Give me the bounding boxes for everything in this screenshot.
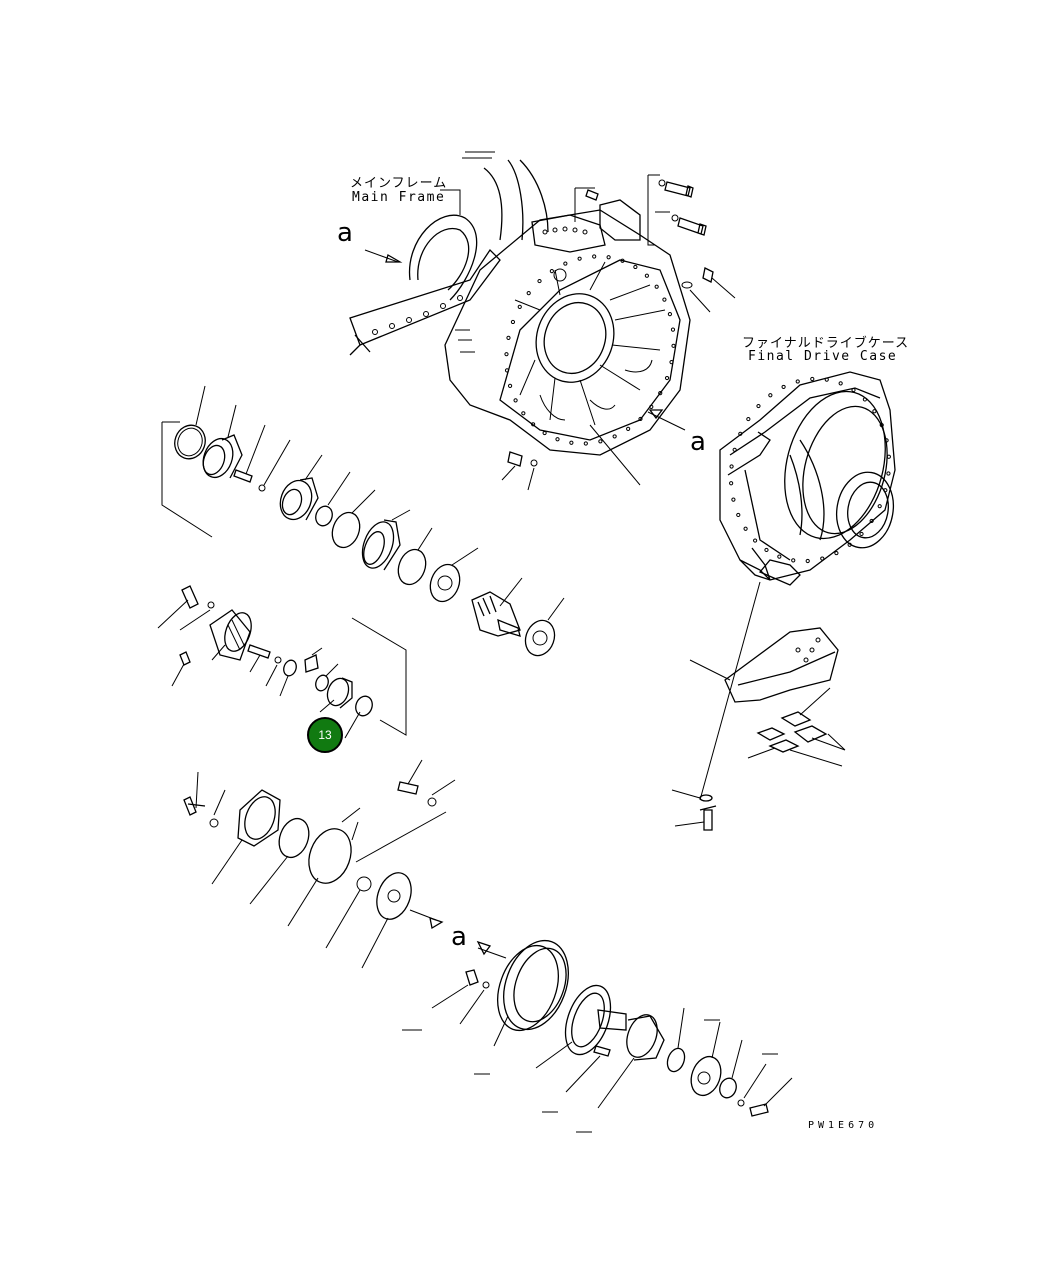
bolt-hole-mark xyxy=(542,430,547,436)
bolt-hole-mark xyxy=(555,437,560,442)
bolt-hole-mark xyxy=(810,376,815,382)
bolt-hole-mark xyxy=(872,409,877,414)
bolt-hole-mark xyxy=(521,411,526,416)
bolt-hole-mark xyxy=(781,384,786,390)
bolt-hole-mark xyxy=(862,397,867,402)
ref-a-label-top: a xyxy=(337,218,353,248)
bolt-hole-mark xyxy=(753,538,758,543)
frame-bottom-parts xyxy=(501,424,641,491)
carrier-row xyxy=(183,759,507,969)
bolt-hole-mark xyxy=(531,422,536,427)
bolt-hole-mark xyxy=(729,481,734,486)
bolt-hole-mark xyxy=(838,381,843,386)
bolt-hole-mark xyxy=(805,558,810,564)
bolt-hole-mark xyxy=(517,304,522,309)
bolt-hole-mark xyxy=(620,258,625,263)
bolt-hole-mark xyxy=(583,441,588,446)
bolt-hole-mark xyxy=(569,440,574,445)
bolt-hole-mark xyxy=(649,404,654,409)
bolt-hole-mark xyxy=(834,550,839,556)
bolt-hole-mark xyxy=(851,387,856,393)
final-drive-case-en-label: Final Drive Case xyxy=(748,349,898,364)
ring-gear-row xyxy=(431,939,793,1117)
bolt-hole-mark xyxy=(612,434,617,439)
bolt-hole-mark xyxy=(644,273,649,278)
bolt-hole-mark xyxy=(847,542,852,547)
bolt-hole-mark xyxy=(633,264,638,270)
bolt-hole-mark xyxy=(577,256,582,261)
bolt-hole-mark xyxy=(729,464,734,469)
final-drive-case-jp-label: ファイナルドライブケース xyxy=(742,336,910,351)
bolt-hole-mark xyxy=(884,438,889,443)
final-drive-case-drawing xyxy=(719,371,896,586)
bolt-hole-mark xyxy=(658,391,663,396)
bolt-hole-mark xyxy=(563,261,568,266)
cage-row xyxy=(157,585,407,739)
pinion-shaft xyxy=(471,577,565,657)
bolt-hole-mark xyxy=(507,383,513,388)
main-frame-jp-label: メインフレーム xyxy=(350,176,448,191)
bolt-hole-mark xyxy=(731,497,736,502)
bolt-hole-mark xyxy=(537,278,542,284)
bolt-hole-mark xyxy=(549,269,554,274)
bolt-hole-mark xyxy=(777,554,782,559)
main-frame-drawing xyxy=(349,151,691,456)
bolt-hole-mark xyxy=(667,312,673,317)
bolt-hole-mark xyxy=(526,291,531,296)
bolt-hole-mark xyxy=(638,416,643,422)
bolt-hole-mark xyxy=(504,368,510,373)
bolt-hole-mark xyxy=(738,431,743,436)
bolt-hole-mark xyxy=(746,416,751,422)
guard-and-pads xyxy=(671,581,846,831)
bolt-hole-mark xyxy=(664,375,670,381)
seal-bearing-row xyxy=(161,385,479,603)
bolt-hole-mark xyxy=(879,422,884,428)
main-frame-en-label: Main Frame xyxy=(352,190,446,205)
bolt-hole-mark xyxy=(671,343,676,348)
bolt-hole-mark xyxy=(732,447,737,452)
bolt-hole-mark xyxy=(764,547,769,553)
bolt-hole-mark xyxy=(592,254,597,259)
bolt-hole-mark xyxy=(606,255,611,260)
bolt-hole-mark xyxy=(859,531,864,537)
bolt-hole-mark xyxy=(513,398,518,403)
bolt-hole-mark xyxy=(756,403,761,409)
bolt-hole-mark xyxy=(824,377,829,382)
bolt-hole-mark xyxy=(883,488,888,493)
drawing-code: PW1E670 xyxy=(808,1120,879,1131)
bolt-hole-mark xyxy=(654,284,659,289)
bolt-hole-mark xyxy=(626,426,631,431)
bolt-hole-mark xyxy=(791,558,796,563)
bolt-hole-mark xyxy=(877,504,882,509)
bolt-hole-mark xyxy=(506,335,511,340)
bolt-hole-mark xyxy=(743,526,748,531)
bolt-hole-mark xyxy=(795,379,800,384)
bolt-hole-mark xyxy=(670,327,676,332)
ref-a-label-bottom: a xyxy=(451,922,467,952)
bolt-hole-mark xyxy=(869,518,874,524)
bolt-hole-mark xyxy=(504,352,509,357)
bolt-hole-mark xyxy=(736,512,741,518)
bolt-hole-mark xyxy=(820,556,825,561)
bolt-hole-mark xyxy=(669,360,674,365)
top-bolts xyxy=(574,174,736,313)
bolt-hole-mark xyxy=(510,319,516,325)
part-callout-badge[interactable]: 13 xyxy=(307,717,343,753)
ref-a-label-right: a xyxy=(690,427,706,457)
bolt-hole-mark xyxy=(662,297,667,302)
bolt-hole-mark xyxy=(886,471,891,476)
bolt-hole-mark xyxy=(886,454,891,459)
bolt-hole-mark xyxy=(598,439,603,444)
bolt-hole-mark xyxy=(768,393,773,398)
